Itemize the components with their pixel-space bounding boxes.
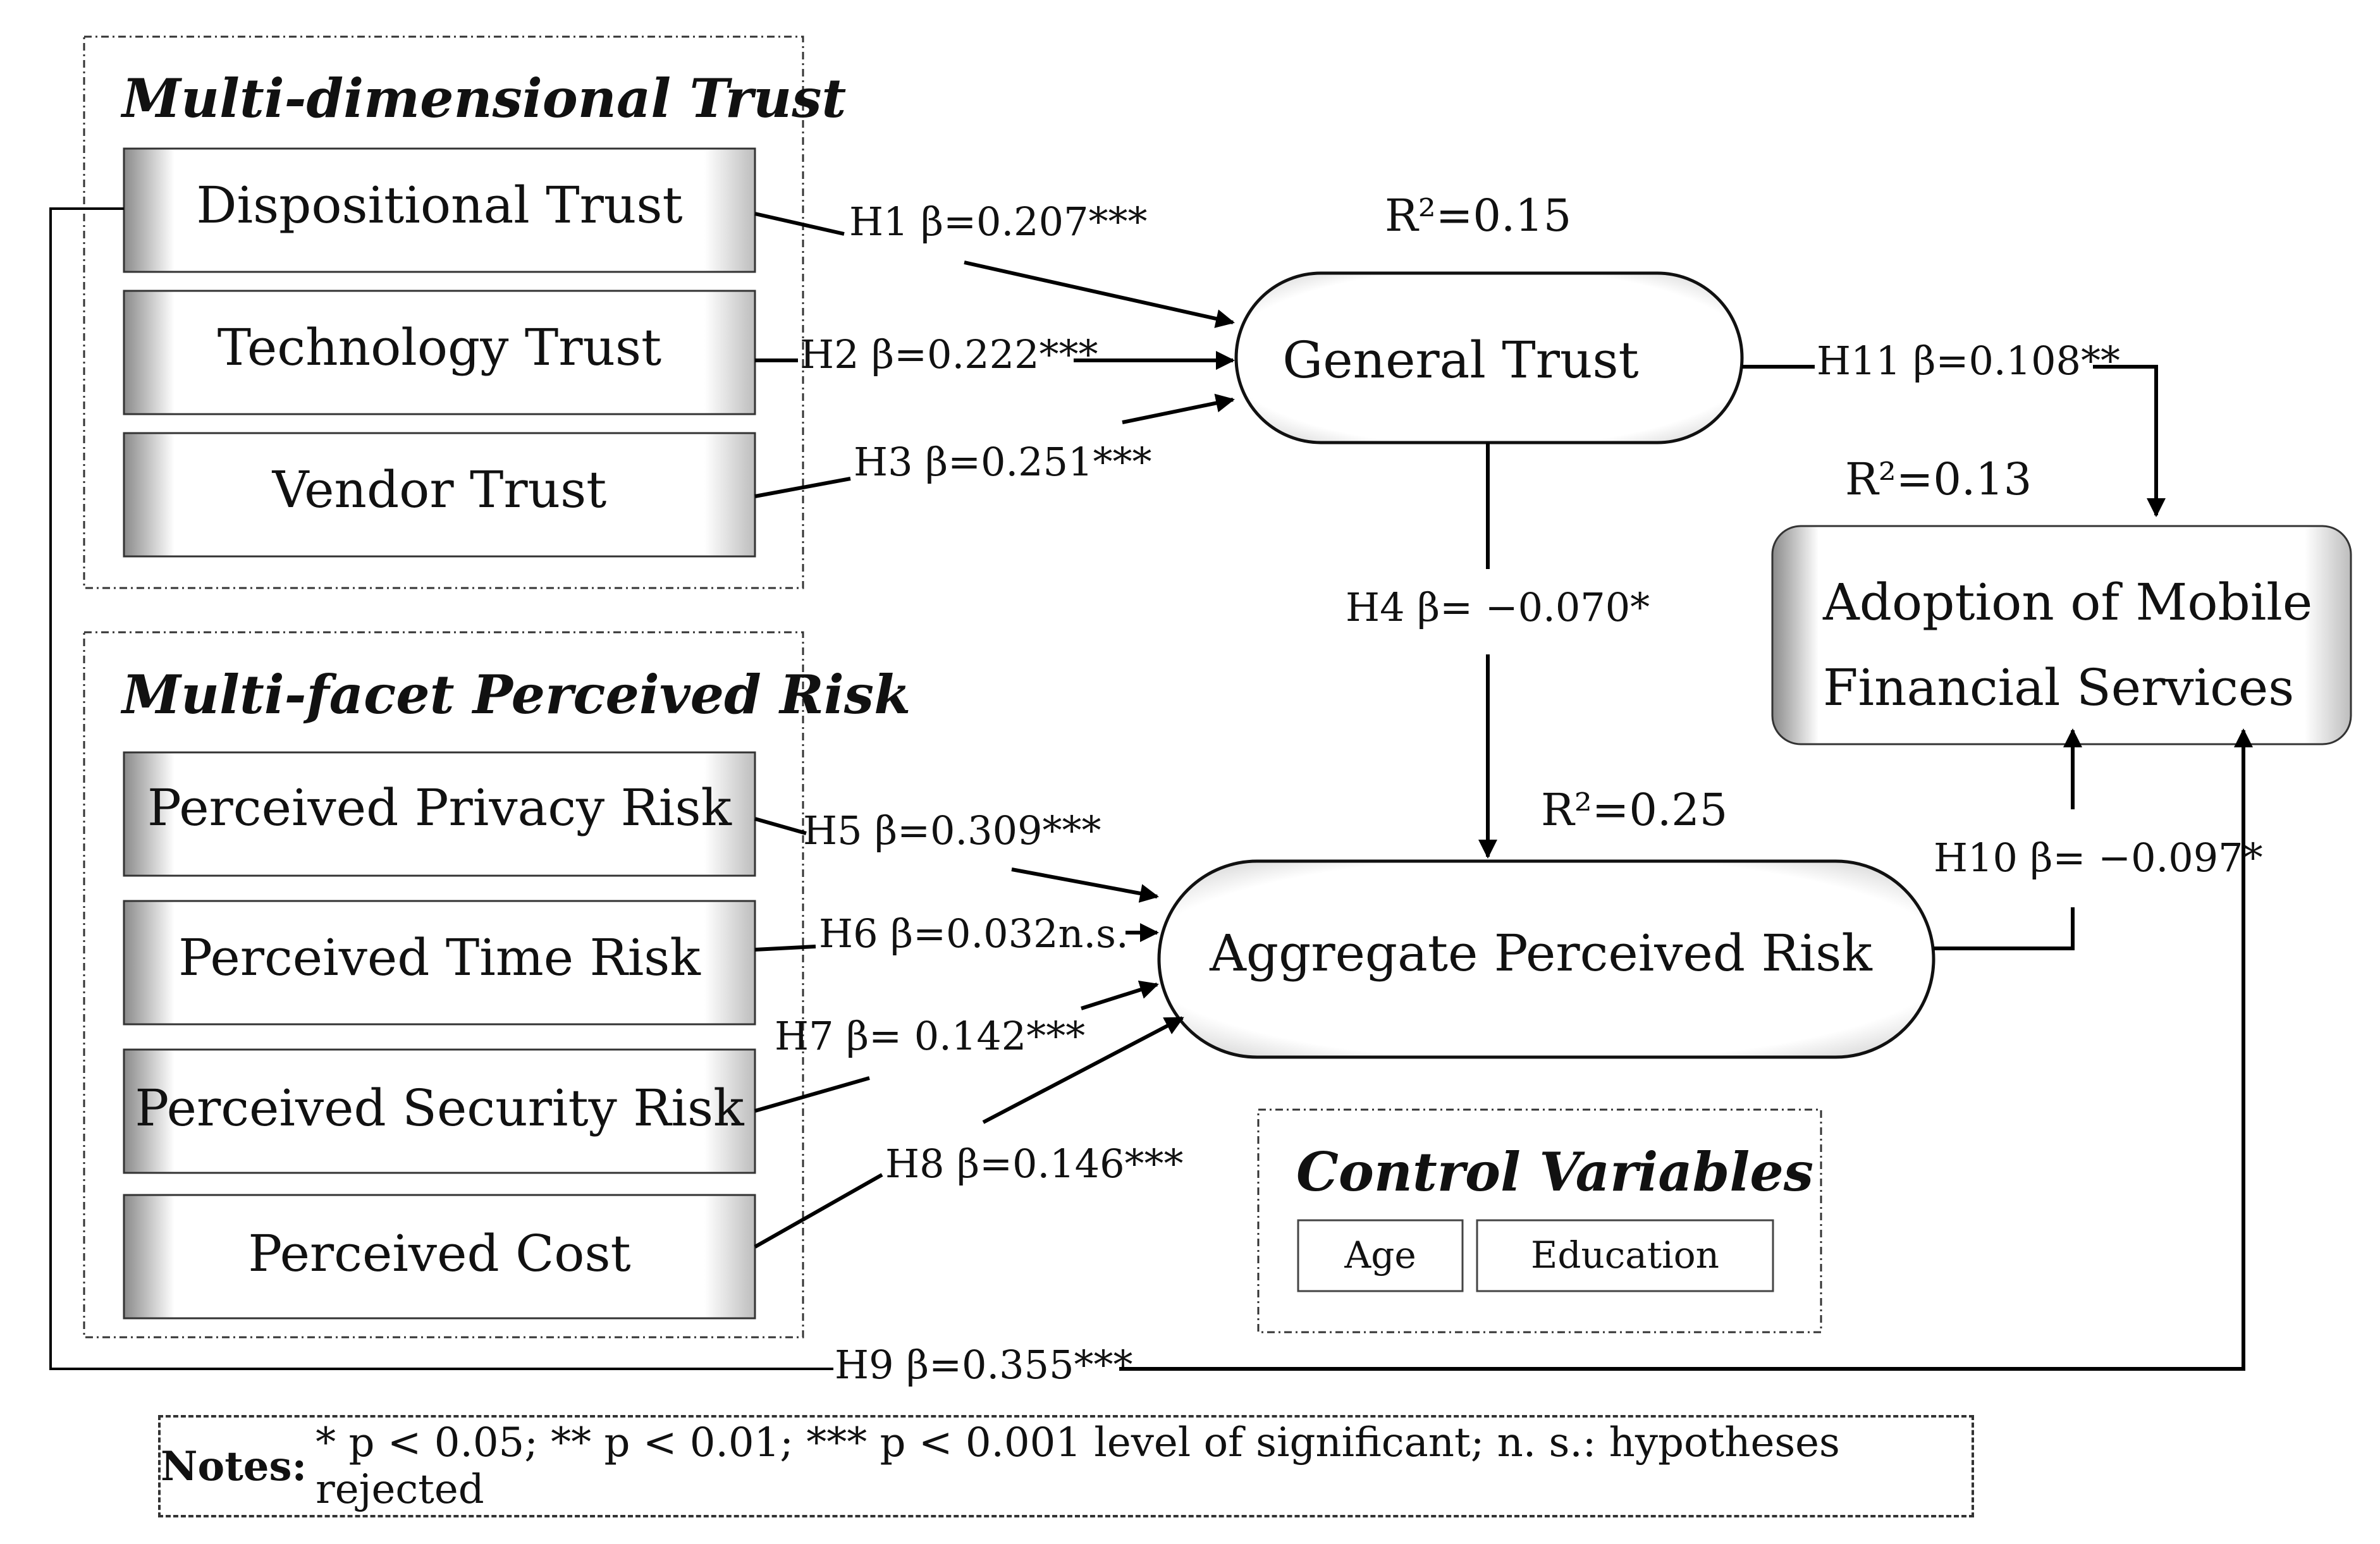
h7-arrow xyxy=(1081,980,1159,1010)
h5-arrow xyxy=(1011,867,1159,903)
h8-arrow xyxy=(982,1016,1184,1124)
r2-aggregate-risk: R²=0.25 xyxy=(1541,784,1727,836)
privacy-risk-label: Perceived Privacy Risk xyxy=(147,778,733,837)
h2-label: H2 β=0.222*** xyxy=(800,331,1098,377)
h9-arrow xyxy=(1119,728,2253,1371)
time-risk-label: Perceived Time Risk xyxy=(178,928,701,987)
h3-label: H3 β=0.251*** xyxy=(854,439,1152,485)
trust-group-heading: Multi-dimensional Trust xyxy=(120,67,846,130)
notes-text: * p < 0.05; ** p < 0.01; *** p < 0.001 l… xyxy=(316,1419,1840,1513)
adoption-node xyxy=(1771,525,2352,745)
h3-line-start xyxy=(754,477,851,498)
risk-group-frame xyxy=(83,631,804,1339)
h5-label: H5 β=0.309*** xyxy=(803,807,1101,854)
h11-arrow xyxy=(2093,365,2166,517)
h1-arrow xyxy=(964,260,1235,328)
h9-line-start xyxy=(49,207,833,1370)
h6-label: H6 β=0.032n.s. xyxy=(819,910,1129,957)
h3-arrow xyxy=(1122,393,1235,424)
perceived-cost-label: Perceived Cost xyxy=(248,1224,630,1283)
risk-group-heading: Multi-facet Perceived Risk xyxy=(120,663,911,726)
h7-label: H7 β= 0.142*** xyxy=(775,1013,1085,1059)
h7-line-start xyxy=(754,1076,870,1113)
vendor-trust-label: Vendor Trust xyxy=(272,460,607,519)
vendor-trust-box xyxy=(123,432,756,558)
aggregate-risk-label: Aggregate Perceived Risk xyxy=(1209,924,1873,983)
h4-label: H4 β= −0.070* xyxy=(1346,584,1650,630)
h10-line-start xyxy=(1934,907,2075,950)
security-risk-box xyxy=(123,1048,756,1174)
h8-line-start xyxy=(754,1173,883,1249)
h9-label: H9 β=0.355*** xyxy=(835,1342,1133,1388)
aggregate-risk-node xyxy=(1157,859,1935,1059)
r2-adoption: R²=0.13 xyxy=(1845,453,2032,505)
adoption-label-line2: Financial Services xyxy=(1823,658,2294,717)
technology-trust-label: Technology Trust xyxy=(218,318,661,377)
r2-general-trust: R²=0.15 xyxy=(1385,190,1571,242)
h5-line-start xyxy=(754,817,807,835)
h1-line-start xyxy=(754,212,845,236)
technology-trust-box xyxy=(123,290,756,415)
h6-line-start xyxy=(754,945,816,952)
time-risk-box xyxy=(123,900,756,1026)
h10-label: H10 β= −0.097* xyxy=(1934,835,2263,881)
adoption-label-line1: Adoption of Mobile xyxy=(1822,573,2312,632)
age-label: Age xyxy=(1344,1234,1416,1277)
h1-label: H1 β=0.207*** xyxy=(849,199,1148,245)
perceived-cost-box xyxy=(123,1194,756,1320)
education-box xyxy=(1476,1219,1774,1292)
dispositional-trust-label: Dispositional Trust xyxy=(196,176,682,235)
general-trust-label: General Trust xyxy=(1282,331,1638,389)
security-risk-label: Perceived Security Risk xyxy=(135,1079,745,1137)
notes-box: Notes: * p < 0.05; ** p < 0.01; *** p < … xyxy=(158,1415,1974,1517)
age-box xyxy=(1297,1219,1464,1292)
h11-label: H11 β=0.108** xyxy=(1817,338,2120,384)
notes-label: Notes: xyxy=(161,1442,307,1490)
h8-label: H8 β=0.146*** xyxy=(885,1141,1184,1187)
control-group-heading: Control Variables xyxy=(1296,1141,1813,1203)
education-label: Education xyxy=(1531,1234,1719,1277)
privacy-risk-box xyxy=(123,751,756,877)
trust-group-frame xyxy=(83,35,804,589)
dispositional-trust-box xyxy=(123,147,756,273)
